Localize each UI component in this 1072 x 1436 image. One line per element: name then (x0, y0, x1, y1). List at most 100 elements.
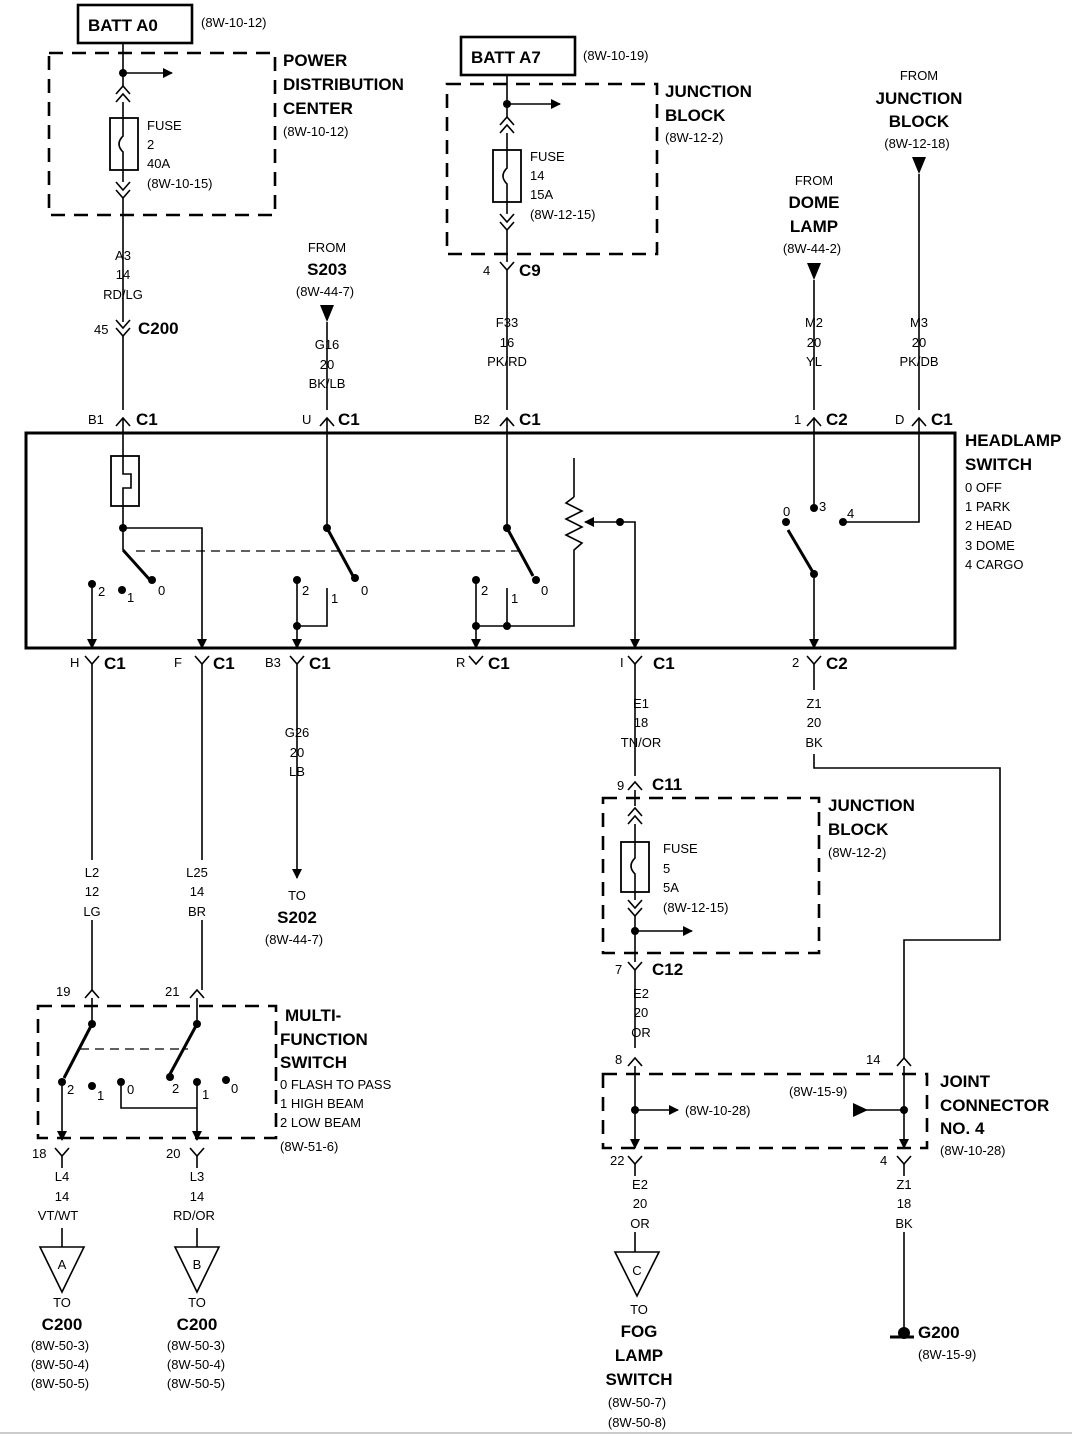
svg-text:L2: L2 (85, 865, 99, 880)
svg-text:A: A (58, 1257, 67, 1272)
svg-text:R: R (456, 655, 465, 670)
svg-text:OR: OR (630, 1216, 650, 1231)
headlamp-pos-0: 0 OFF (965, 480, 1002, 495)
svg-text:E1: E1 (633, 696, 649, 711)
svg-text:20: 20 (320, 357, 334, 372)
pdc-title-2: DISTRIBUTION (283, 75, 404, 94)
svg-text:1: 1 (331, 591, 338, 606)
jc4-title-3: NO. 4 (940, 1119, 985, 1138)
svg-text:C1: C1 (653, 654, 675, 673)
jb2-ref: (8W-12-2) (828, 845, 886, 860)
fuse-5-number: 5 (663, 861, 670, 876)
svg-text:C2: C2 (826, 410, 848, 429)
power-distribution-center: FUSE 2 40A (8W-10-15) POWER DISTRIBUTION… (47, 51, 404, 322)
svg-text:2: 2 (172, 1081, 179, 1096)
svg-text:7: 7 (615, 962, 622, 977)
svg-text:C1: C1 (309, 654, 331, 673)
jb2-title-1: JUNCTION (828, 796, 915, 815)
svg-text:TO: TO (188, 1295, 206, 1310)
svg-text:D: D (895, 412, 904, 427)
svg-text:F33: F33 (496, 315, 518, 330)
svg-text:(8W-50-5): (8W-50-5) (167, 1376, 225, 1391)
jb1-title-1: JUNCTION (665, 82, 752, 101)
svg-text:H: H (70, 655, 79, 670)
svg-text:20: 20 (807, 335, 821, 350)
svg-text:14: 14 (190, 884, 204, 899)
svg-text:C1: C1 (488, 654, 510, 673)
svg-text:YL: YL (806, 354, 822, 369)
junction-block-top: FUSE 14 15A (8W-12-15) JUNCTION BLOCK (8… (445, 82, 752, 262)
c200-inline-connector: 45 C200 (94, 319, 179, 410)
svg-text:2: 2 (98, 584, 105, 599)
svg-text:12: 12 (85, 884, 99, 899)
mfs-pos-1: 1 HIGH BEAM (280, 1096, 364, 1111)
junction-block-bottom: FUSE 5 5A (8W-12-15) JUNCTION BLOCK (8W-… (601, 796, 915, 962)
svg-text:LG: LG (83, 904, 100, 919)
svg-text:4: 4 (483, 263, 490, 278)
svg-text:VT/WT: VT/WT (38, 1208, 78, 1223)
svg-text:3: 3 (819, 499, 826, 514)
batt-a7-source: BATT A7 (8W-10-19) (459, 35, 649, 104)
pdc-ref: (8W-10-12) (283, 124, 349, 139)
headlamp-pos-3: 3 DOME (965, 538, 1015, 553)
svg-text:I: I (620, 655, 624, 670)
svg-text:C200: C200 (42, 1315, 83, 1334)
ground-icon (890, 1327, 914, 1339)
c12-connector: 7 C12 E2 20 OR (615, 960, 683, 1048)
svg-text:FROM: FROM (308, 240, 346, 255)
fuse-2-icon (109, 117, 139, 171)
ground-g200-label: G200 (918, 1323, 960, 1342)
svg-text:1: 1 (127, 590, 134, 605)
svg-text:PK/DB: PK/DB (899, 354, 938, 369)
svg-text:18: 18 (32, 1146, 46, 1161)
svg-text:18: 18 (634, 715, 648, 730)
fuse-14-rating: 15A (530, 187, 553, 202)
svg-text:C200: C200 (177, 1315, 218, 1334)
svg-text:BK: BK (805, 735, 823, 750)
mfs-title-1: MULTI- (285, 1006, 341, 1025)
svg-text:LAMP: LAMP (615, 1346, 663, 1365)
svg-text:L4: L4 (55, 1169, 69, 1184)
svg-text:FROM: FROM (900, 68, 938, 83)
svg-text:(8W-50-8): (8W-50-8) (608, 1415, 666, 1430)
svg-text:22: 22 (610, 1153, 624, 1168)
svg-text:BR: BR (188, 904, 206, 919)
svg-text:(8W-15-9): (8W-15-9) (789, 1084, 847, 1099)
jb1-title-2: BLOCK (665, 106, 726, 125)
svg-text:C2: C2 (826, 654, 848, 673)
svg-text:14: 14 (190, 1189, 204, 1204)
svg-text:Z1: Z1 (806, 696, 821, 711)
jc4-title-2: CONNECTOR (940, 1096, 1049, 1115)
jc4-ref: (8W-10-28) (940, 1143, 1006, 1158)
wire-z1-upper: Z1 20 BK (805, 664, 1001, 1058)
headlamp-title-2: SWITCH (965, 455, 1032, 474)
svg-text:LB: LB (289, 764, 305, 779)
wires-l2-l25: L2 12 LG L25 14 BR (83, 664, 208, 990)
svg-text:0: 0 (158, 583, 165, 598)
svg-text:C12: C12 (652, 960, 683, 979)
svg-text:FOG: FOG (621, 1322, 658, 1341)
svg-text:C1: C1 (136, 410, 158, 429)
svg-text:0: 0 (783, 504, 790, 519)
svg-text:(8W-50-5): (8W-50-5) (31, 1376, 89, 1391)
svg-text:(8W-12-18): (8W-12-18) (884, 136, 950, 151)
fuse-2-label: FUSE (147, 118, 182, 133)
svg-text:C9: C9 (519, 261, 541, 280)
headlamp-title-1: HEADLAMP (965, 431, 1061, 450)
svg-text:G16: G16 (315, 337, 340, 352)
svg-text:B3: B3 (265, 655, 281, 670)
svg-text:20: 20 (634, 1005, 648, 1020)
wire-g26-to-s202: G26 20 LB TO S202 (8W-44-7) (265, 664, 323, 947)
svg-text:G26: G26 (285, 725, 310, 740)
svg-text:C11: C11 (652, 775, 682, 794)
svg-text:4: 4 (847, 506, 854, 521)
svg-text:M2: M2 (805, 315, 823, 330)
svg-text:RD/LG: RD/LG (103, 287, 143, 302)
svg-text:(8W-50-3): (8W-50-3) (31, 1338, 89, 1353)
svg-text:20: 20 (290, 745, 304, 760)
svg-text:E2: E2 (632, 1177, 648, 1192)
svg-text:C200: C200 (138, 319, 179, 338)
svg-text:(8W-44-7): (8W-44-7) (296, 284, 354, 299)
ground-ref: (8W-15-9) (918, 1347, 976, 1362)
svg-text:(8W-44-7): (8W-44-7) (265, 932, 323, 947)
